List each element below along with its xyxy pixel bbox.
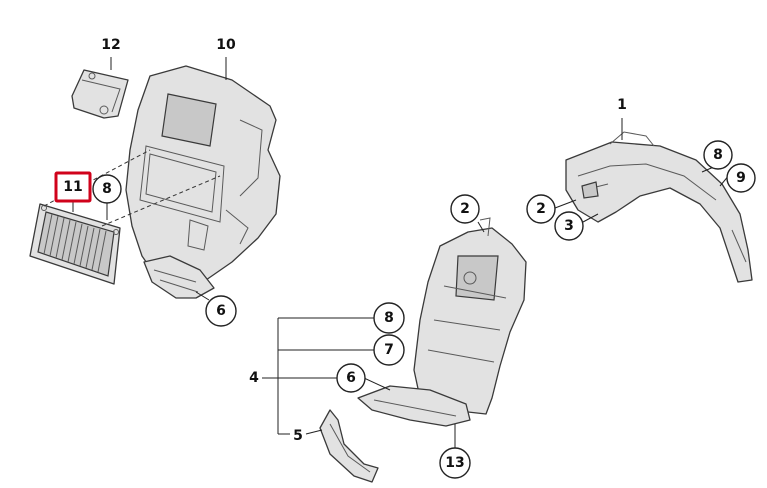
callout-8-right-text: 8 (713, 147, 723, 163)
callout-11-highlighted: 11 (54, 171, 92, 203)
callout-9: 9 (726, 163, 756, 193)
callout-8-right: 8 (703, 140, 733, 170)
callout-6-center: 6 (336, 363, 366, 393)
callout-8-left: 8 (92, 174, 122, 204)
callout-13-text: 13 (445, 455, 464, 471)
leader-lines (72, 57, 731, 448)
callout-11: 11 (63, 179, 82, 195)
callout-2-center: 2 (450, 194, 480, 224)
callout-2-center-text: 2 (460, 201, 470, 217)
callout-1: 1 (617, 97, 627, 113)
callout-4: 4 (249, 370, 259, 386)
callout-8-left-text: 8 (102, 181, 112, 197)
part-6-lower-trim-center (357, 385, 471, 427)
callout-9-text: 9 (736, 170, 746, 186)
part-12-cover (71, 69, 129, 119)
callout-5: 5 (293, 428, 303, 444)
callout-3: 3 (554, 211, 584, 241)
callout-6-left: 6 (205, 295, 237, 327)
part-1-rear-arch-liner (565, 131, 753, 283)
callout-12: 12 (101, 37, 120, 53)
part-6-lower-trim-upper (143, 255, 215, 299)
callout-6-left-text: 6 (216, 303, 226, 319)
part-10-arch-liner (125, 65, 281, 297)
callout-7: 7 (373, 334, 405, 366)
callout-8-center: 8 (373, 302, 405, 334)
assembly-dashed-line-b (43, 149, 151, 207)
assembly-dashed-line-a (101, 175, 221, 227)
callout-7-text: 7 (384, 342, 394, 358)
part-5-bracket (319, 409, 379, 483)
callout-2-right: 2 (526, 194, 556, 224)
callout-8-center-text: 8 (384, 310, 394, 326)
part-11-grille (29, 203, 121, 285)
part-center-front-liner (413, 217, 527, 415)
callout-13: 13 (439, 447, 471, 479)
callout-10: 10 (216, 37, 236, 53)
callout-6-center-text: 6 (346, 370, 356, 386)
callout-2-right-text: 2 (536, 201, 546, 217)
callout-3-text: 3 (564, 218, 574, 234)
